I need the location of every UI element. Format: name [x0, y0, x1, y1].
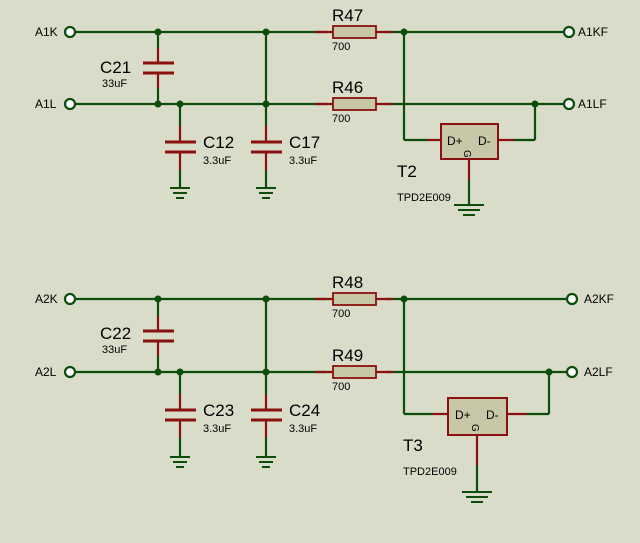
filter-block-1: C21 33uF C12 3.3uF C17	[35, 6, 608, 216]
port-label-a1l: A1L	[35, 97, 57, 111]
junction-dot	[154, 295, 162, 303]
capacitor-c22[interactable]	[143, 299, 174, 372]
capacitor-c24[interactable]	[251, 299, 282, 468]
c22-value: 33uF	[102, 344, 127, 356]
capacitor-c21[interactable]	[143, 32, 174, 104]
tvs-t2[interactable]	[402, 32, 537, 216]
capacitor-c17[interactable]	[251, 32, 282, 199]
c21-value: 33uF	[102, 78, 127, 90]
junction-dot	[176, 100, 184, 108]
t3-pin-gnd: G	[469, 424, 480, 432]
junction-dot	[400, 28, 408, 36]
terminal-a1l[interactable]	[63, 97, 77, 111]
t2-pin-gnd: G	[461, 150, 472, 158]
terminal-a2k[interactable]	[63, 292, 77, 306]
t2-ref: T2	[397, 162, 417, 181]
c17-ref: C17	[289, 133, 320, 152]
port-label-a2kf: A2KF	[584, 292, 614, 306]
t2-part: TPD2E009	[397, 192, 451, 204]
junction-dot	[154, 368, 162, 376]
r46-ref: R46	[332, 78, 363, 97]
terminal-a2kf[interactable]	[565, 292, 579, 306]
r49-value: 700	[332, 381, 350, 393]
c21-ref: C21	[100, 58, 131, 77]
port-label-a1lf: A1LF	[578, 97, 607, 111]
resistor-r48[interactable]	[315, 292, 393, 306]
junction-dot	[531, 100, 539, 108]
port-label-a2l: A2L	[35, 365, 57, 379]
c12-ref: C12	[203, 133, 234, 152]
t2-pin-minus: D-	[478, 134, 491, 148]
r48-ref: R48	[332, 273, 363, 292]
resistor-r47[interactable]	[315, 25, 393, 39]
r47-ref: R47	[332, 6, 363, 25]
resistor-r46[interactable]	[315, 97, 393, 111]
port-label-a2lf: A2LF	[584, 365, 613, 379]
junction-dot	[154, 100, 162, 108]
junction-dot	[154, 28, 162, 36]
r47-value: 700	[332, 41, 350, 53]
c22-ref: C22	[100, 324, 131, 343]
junction-dot	[262, 28, 270, 36]
c23-value: 3.3uF	[203, 423, 231, 435]
terminal-a1lf[interactable]	[562, 97, 576, 111]
junction-dot	[262, 295, 270, 303]
junction-dot	[545, 368, 553, 376]
t3-pin-minus: D-	[486, 408, 499, 422]
c17-value: 3.3uF	[289, 155, 317, 167]
terminal-a2lf[interactable]	[565, 365, 579, 379]
capacitor-c23[interactable]	[165, 372, 196, 468]
port-label-a1k: A1K	[35, 25, 58, 39]
junction-dot	[262, 100, 270, 108]
filter-block-2: C22 33uF C23 3.3uF C24	[35, 273, 614, 503]
port-label-a2k: A2K	[35, 292, 58, 306]
tvs-t3[interactable]	[402, 299, 551, 503]
terminal-a1kf[interactable]	[562, 25, 576, 39]
r48-value: 700	[332, 308, 350, 320]
c24-ref: C24	[289, 401, 320, 420]
t3-part: TPD2E009	[403, 466, 457, 478]
junction-dot	[262, 368, 270, 376]
r46-value: 700	[332, 113, 350, 125]
terminal-a2l[interactable]	[63, 365, 77, 379]
resistor-r49[interactable]	[315, 365, 393, 379]
r49-ref: R49	[332, 346, 363, 365]
t2-pin-plus: D+	[447, 134, 463, 148]
port-label-a1kf: A1KF	[578, 25, 608, 39]
capacitor-c12[interactable]	[165, 104, 196, 199]
junction-dot	[400, 295, 408, 303]
c23-ref: C23	[203, 401, 234, 420]
t3-ref: T3	[403, 436, 423, 455]
t3-pin-plus: D+	[455, 408, 471, 422]
terminal-a1k[interactable]	[63, 25, 77, 39]
c24-value: 3.3uF	[289, 423, 317, 435]
junction-dot	[176, 368, 184, 376]
c12-value: 3.3uF	[203, 155, 231, 167]
